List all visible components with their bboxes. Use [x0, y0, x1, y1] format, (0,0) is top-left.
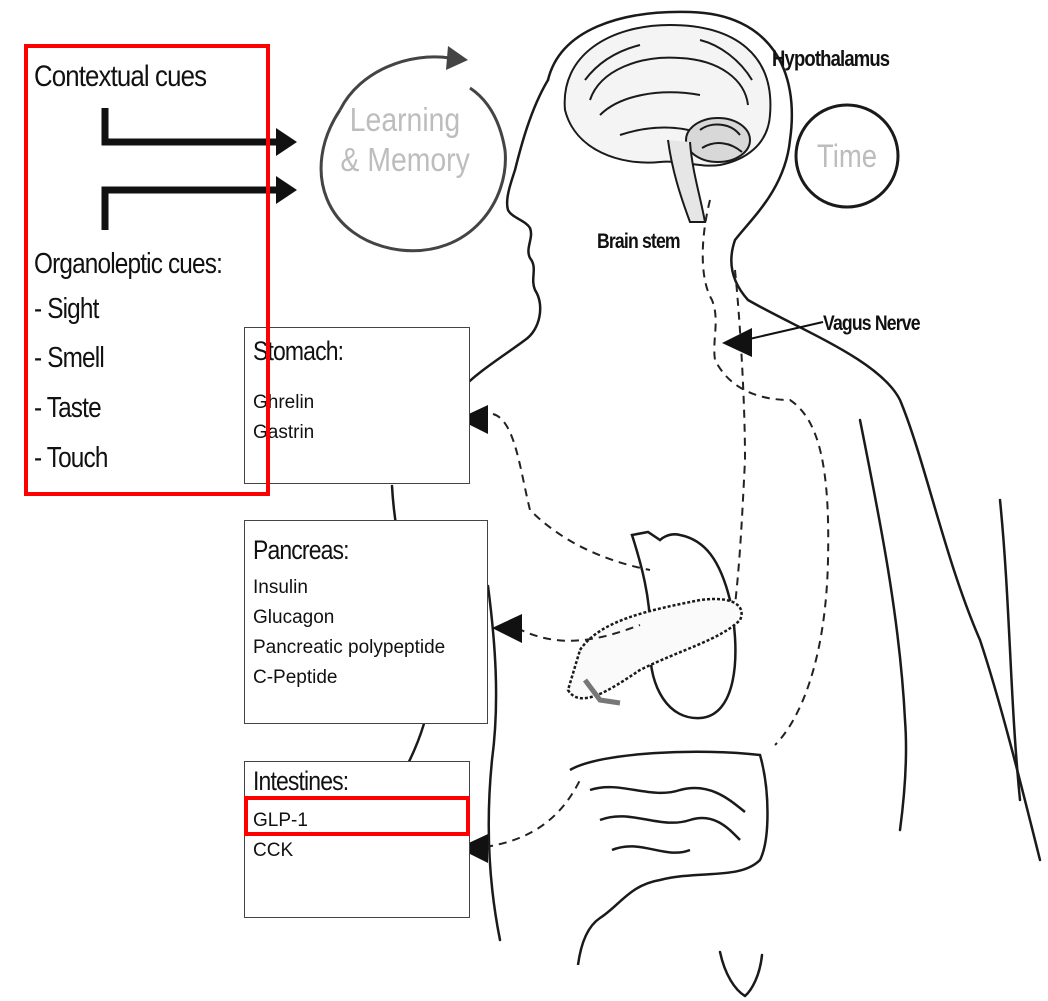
vagus-nerve-label: Vagus Nerve [823, 312, 920, 336]
arrowhead-to-learning-2 [276, 176, 297, 204]
pancreas-box: Pancreas: Insulin Glucagon Pancreatic po… [244, 520, 488, 724]
arrowhead-to-learning-1 [276, 128, 297, 156]
cues-highlight-box [24, 44, 270, 496]
learning-line: Learning [341, 100, 470, 140]
learning-memory-text: Learning & Memory [341, 100, 470, 180]
vagus-arrowhead [722, 328, 752, 357]
stomach-box: Stomach: Ghrelin Gastrin [244, 327, 470, 484]
time-label: Time [804, 136, 890, 176]
pancreas-hormone-insulin: Insulin [253, 573, 445, 603]
intestines-title: Intestines: [253, 766, 348, 797]
intestines-box: Intestines: GLP-1 CCK [244, 761, 470, 918]
learning-arrowhead [446, 46, 468, 70]
nerve-paths [485, 200, 828, 847]
pancreas-hormone-list: Insulin Glucagon Pancreatic polypeptide … [253, 573, 445, 693]
pancreas-hormone-cpeptide: C-Peptide [253, 663, 445, 693]
pancreas-hormone-glucagon: Glucagon [253, 603, 445, 633]
brain-illustration [565, 25, 771, 222]
pancreas-hormone-pp: Pancreatic polypeptide [253, 633, 445, 663]
intestines-hormone-cck: CCK [253, 836, 308, 866]
vagus-pointer-line [745, 322, 823, 340]
glp1-highlight-box [244, 796, 470, 836]
memory-line: & Memory [341, 140, 470, 180]
arrowhead-to-pancreas [492, 614, 522, 643]
hypothalamus-label: Hypothalamus [772, 46, 889, 72]
brain-stem-label: Brain stem [597, 230, 680, 254]
pancreas-title: Pancreas: [253, 535, 349, 566]
digestive-organs [568, 532, 768, 965]
